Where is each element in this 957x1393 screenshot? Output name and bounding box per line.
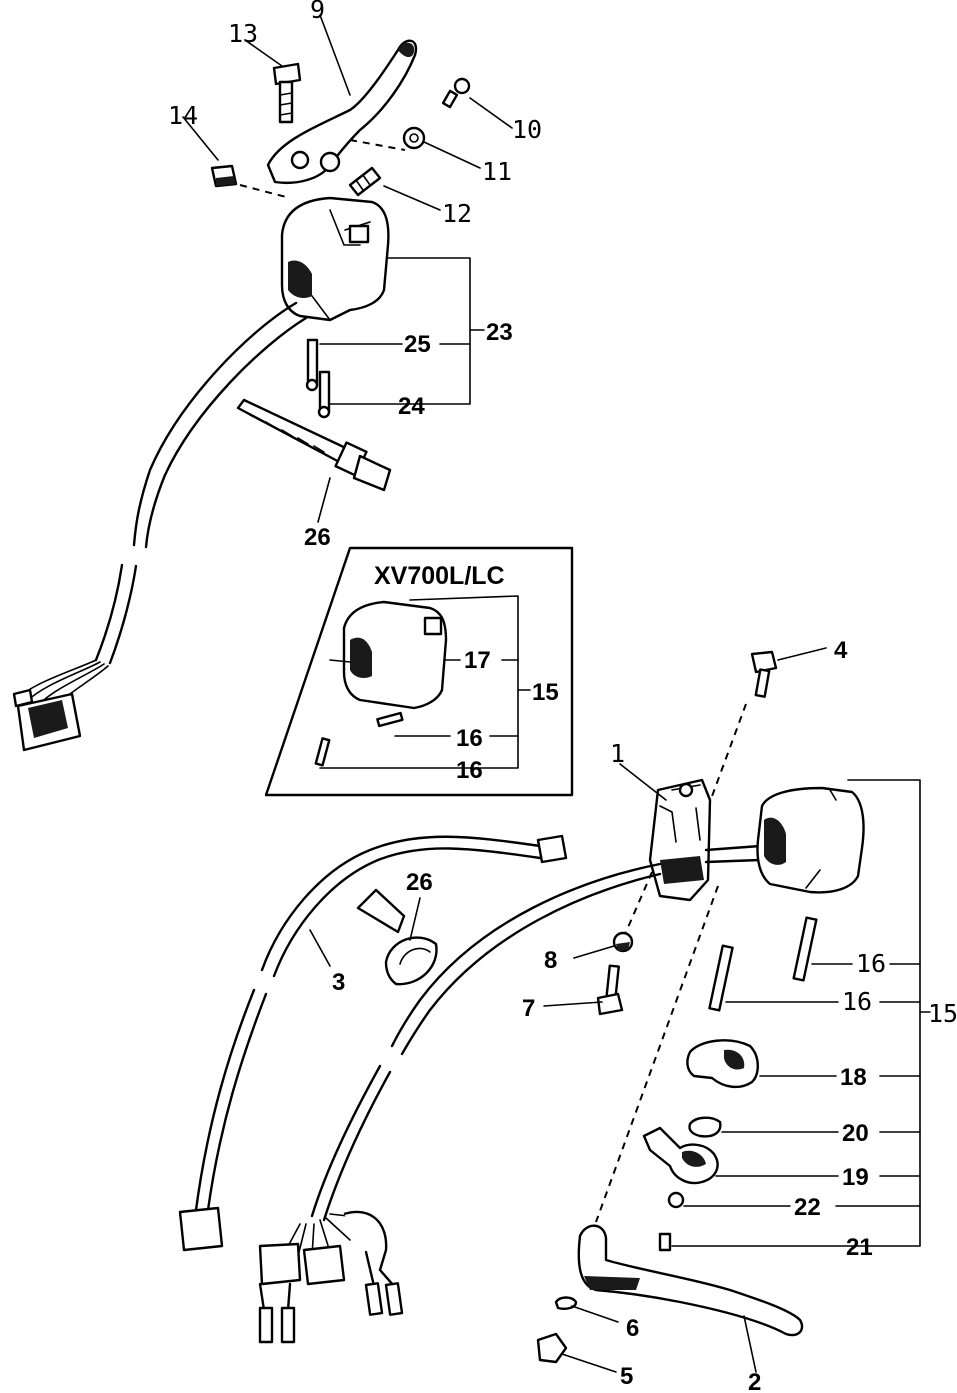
part-22-nut <box>667 1191 685 1209</box>
callout-10: 10 <box>512 115 542 144</box>
inset-title: XV700L/LC <box>374 562 505 590</box>
callout-7: 7 <box>522 995 535 1022</box>
part-16-screw-b <box>708 944 734 1012</box>
part-24-screw <box>317 370 331 419</box>
callout-1: 1 <box>610 739 625 768</box>
part-5-nut <box>536 1332 568 1364</box>
part-14-nut <box>210 164 238 188</box>
callout-16-a: 16 <box>856 949 886 978</box>
part-6-pin <box>554 1296 578 1310</box>
part-7-bolt <box>596 964 624 1016</box>
callout-22: 22 <box>794 1194 821 1221</box>
callout-23: 23 <box>486 319 513 346</box>
part-26-cable-tie-upper <box>236 398 392 492</box>
callout-16-inset-b: 16 <box>456 757 483 784</box>
inset-xv700l-lc <box>264 546 574 797</box>
part-3-cable <box>178 834 568 1252</box>
callout-26-lower: 26 <box>406 869 433 896</box>
callout-18: 18 <box>840 1064 867 1091</box>
part-9-lever <box>266 39 418 184</box>
leader-lines-lower <box>309 647 931 1373</box>
part-12-spring <box>348 166 382 197</box>
part-1-bracket <box>648 778 712 902</box>
callout-9: 9 <box>310 0 325 24</box>
callout-26-upper: 26 <box>304 524 331 551</box>
left-cable-harness <box>12 301 308 752</box>
callout-5: 5 <box>620 1363 633 1390</box>
right-cable-harness <box>258 862 662 1344</box>
part-4-bolt <box>750 650 778 698</box>
part-13-bolt <box>272 62 302 124</box>
part-18-switch-part <box>686 1039 759 1089</box>
part-19-switch-part <box>642 1126 719 1185</box>
callout-25: 25 <box>404 331 431 358</box>
part-23-switch-housing <box>280 196 390 322</box>
callout-16-b: 16 <box>842 987 872 1016</box>
callout-20: 20 <box>842 1120 869 1147</box>
callout-3: 3 <box>332 969 345 996</box>
callout-15-inset: 15 <box>532 679 559 706</box>
callout-6: 6 <box>626 1315 639 1342</box>
leader-lines-upper <box>182 14 513 523</box>
callout-15: 15 <box>928 999 957 1028</box>
part-25-screw <box>305 338 319 392</box>
part-15-switch-housing <box>756 786 865 894</box>
callout-8: 8 <box>544 947 557 974</box>
callout-4: 4 <box>834 637 848 664</box>
callout-24: 24 <box>398 393 425 420</box>
callout-14: 14 <box>168 101 198 130</box>
callout-12: 12 <box>442 199 472 228</box>
part-20-washer <box>688 1116 722 1138</box>
part-2-lever <box>577 1224 804 1337</box>
callout-19: 19 <box>842 1164 869 1191</box>
callout-17: 17 <box>464 647 491 674</box>
part-26-cable-tie-lower <box>356 888 438 986</box>
callout-16-inset-a: 16 <box>456 725 483 752</box>
part-10-screw <box>441 77 471 109</box>
callout-21: 21 <box>846 1234 873 1261</box>
part-11-washer <box>402 126 426 150</box>
part-21-screw <box>658 1232 672 1252</box>
part-8-nut <box>612 931 634 953</box>
callout-2: 2 <box>748 1369 761 1393</box>
part-16-screw-a <box>792 916 818 982</box>
callout-13: 13 <box>228 19 258 48</box>
callout-11: 11 <box>482 157 512 186</box>
